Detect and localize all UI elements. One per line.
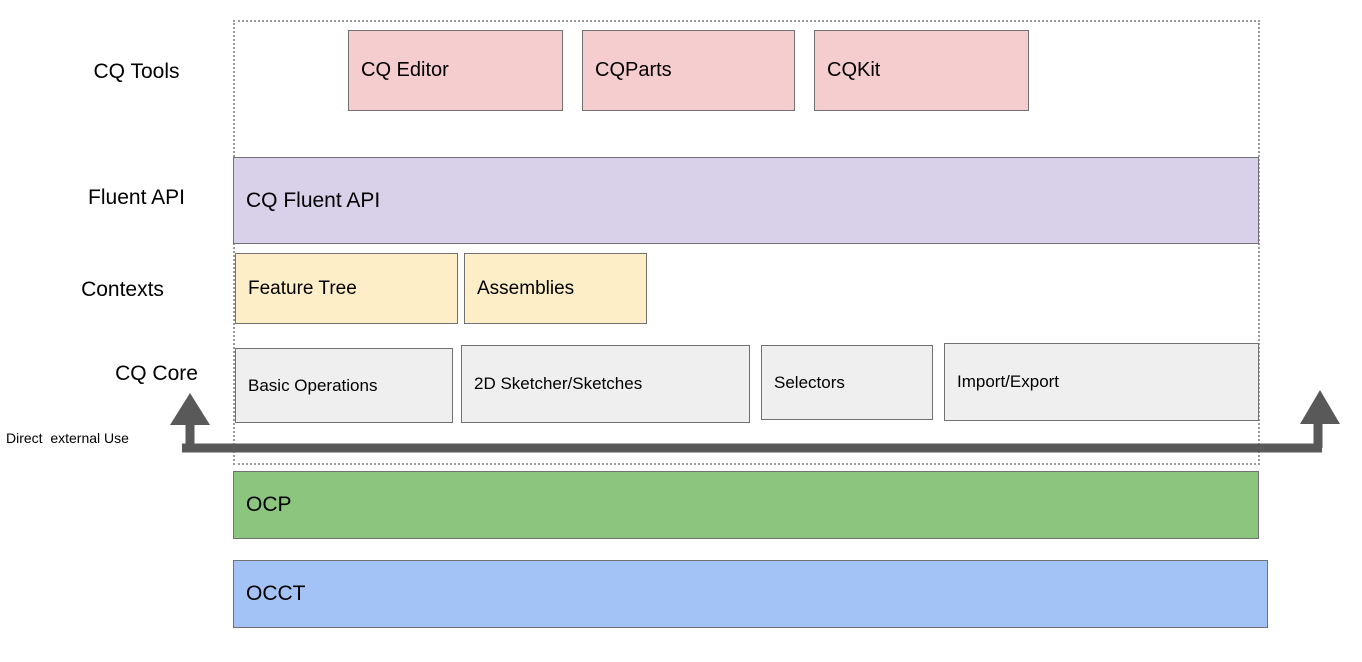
node-label: CQParts — [595, 59, 672, 81]
node-label: Feature Tree — [248, 277, 357, 299]
row-label-cq-tools: CQ Tools — [93, 60, 180, 83]
node-label: CQ Fluent API — [246, 188, 381, 212]
node-label: CQKit — [827, 59, 881, 81]
node-feature-tree[interactable]: Feature Tree — [235, 253, 458, 324]
node-selectors[interactable]: Selectors — [761, 345, 933, 420]
node-occt[interactable]: OCCT — [233, 560, 1268, 628]
arrow-up-icon-left — [170, 393, 210, 425]
node-cq-fluent-api[interactable]: CQ Fluent API — [233, 157, 1259, 244]
node-cqkit[interactable]: CQKit — [814, 30, 1029, 111]
node-label: OCP — [246, 493, 292, 516]
node-basic-operations[interactable]: Basic Operations — [235, 348, 453, 423]
direct-external-use-label: Direct external Use — [6, 430, 129, 446]
node-ocp[interactable]: OCP — [233, 471, 1259, 539]
row-label-fluent-api: Fluent API — [88, 186, 185, 209]
node-label: Selectors — [774, 372, 845, 392]
row-label-cq-core: CQ Core — [115, 362, 198, 385]
node-label: OCCT — [246, 582, 306, 605]
arrow-up-icon-right — [1300, 390, 1340, 424]
node-import-export[interactable]: Import/Export — [944, 343, 1259, 421]
row-label-contexts: Contexts — [81, 278, 164, 301]
node-2d-sketcher[interactable]: 2D Sketcher/Sketches — [461, 345, 750, 423]
node-label: Import/Export — [957, 372, 1060, 391]
node-assemblies[interactable]: Assemblies — [464, 253, 647, 324]
node-label: Basic Operations — [248, 375, 378, 395]
node-cqparts[interactable]: CQParts — [582, 30, 795, 111]
node-cq-editor[interactable]: CQ Editor — [348, 30, 563, 111]
node-label: Assemblies — [477, 277, 575, 299]
node-label: CQ Editor — [361, 59, 449, 81]
node-label: 2D Sketcher/Sketches — [474, 374, 643, 393]
